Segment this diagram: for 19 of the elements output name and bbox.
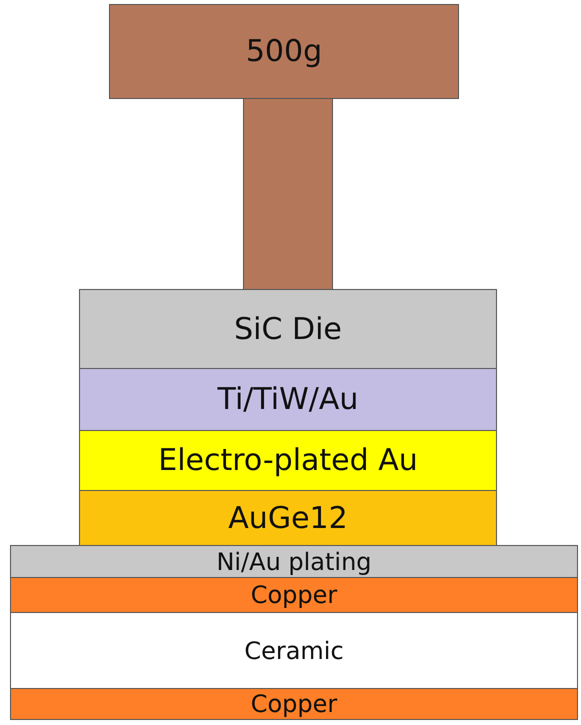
layer-label: Ceramic <box>244 636 344 664</box>
layer-label: SiC Die <box>234 312 342 346</box>
layer-label: AuGe12 <box>228 500 348 536</box>
layer-label: 500g <box>246 34 322 69</box>
die-layer <box>79 289 497 369</box>
metallization-layer <box>79 368 497 431</box>
plating-layer <box>10 545 578 578</box>
plating-layer <box>79 430 497 491</box>
copper-layer <box>10 577 578 613</box>
ceramic-layer <box>10 612 578 689</box>
copper-layer <box>10 688 578 720</box>
layer-label: Copper <box>250 690 338 718</box>
weight-block <box>109 4 459 99</box>
layer-label: Copper <box>250 581 338 609</box>
layer-label: Ni/Au plating <box>216 548 372 576</box>
weight-stem <box>243 98 333 290</box>
solder-layer <box>79 490 497 546</box>
layer-label: Ti/TiW/Au <box>218 382 358 417</box>
layer-label: Electro-plated Au <box>158 443 418 478</box>
